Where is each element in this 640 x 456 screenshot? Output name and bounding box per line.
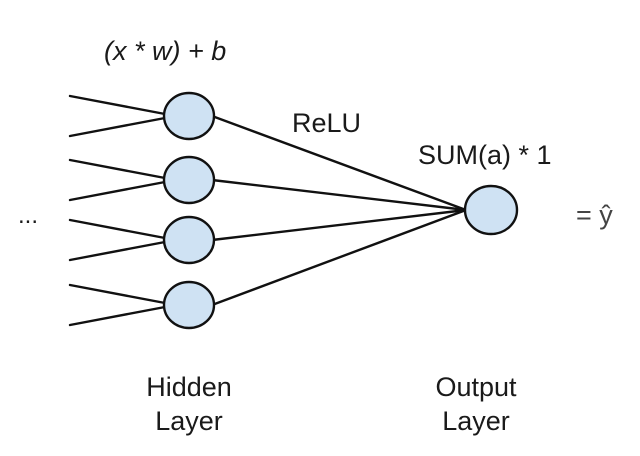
- hidden-to-output-edge: [210, 178, 468, 212]
- hidden-to-output-edge: [210, 208, 468, 242]
- prediction-label: = ŷ: [576, 200, 613, 230]
- input-edge: [68, 116, 167, 138]
- hidden-to-output-edge: [210, 114, 468, 212]
- output-formula-label: SUM(a) * 1: [418, 140, 552, 170]
- nodes: [162, 91, 519, 330]
- output-layer-caption: Output Layer: [396, 370, 556, 438]
- connections: [68, 94, 468, 327]
- activation-label: ReLU: [292, 108, 362, 138]
- hidden-node: [162, 91, 216, 141]
- hidden-node: [162, 215, 216, 265]
- hidden-layer-caption-line2: Layer: [155, 406, 223, 436]
- hidden-node: [162, 155, 216, 205]
- output-layer-caption-line1: Output: [435, 372, 517, 402]
- hidden-to-output-edge: [210, 208, 468, 307]
- hidden-layer-caption-line1: Hidden: [146, 372, 232, 402]
- input-edge: [68, 158, 167, 180]
- hidden-formula-label: (x * w) + b: [104, 36, 227, 66]
- hidden-layer-caption: Hidden Layer: [109, 370, 269, 438]
- input-edge: [68, 240, 167, 262]
- input-edge: [68, 283, 167, 305]
- input-edge: [68, 218, 167, 240]
- output-layer-caption-line2: Layer: [442, 406, 510, 436]
- input-ellipsis-label: ...: [18, 202, 39, 229]
- input-edge: [68, 305, 167, 327]
- input-edge: [68, 94, 167, 116]
- hidden-node: [162, 280, 216, 330]
- output-node: [463, 184, 519, 236]
- input-edge: [68, 180, 167, 202]
